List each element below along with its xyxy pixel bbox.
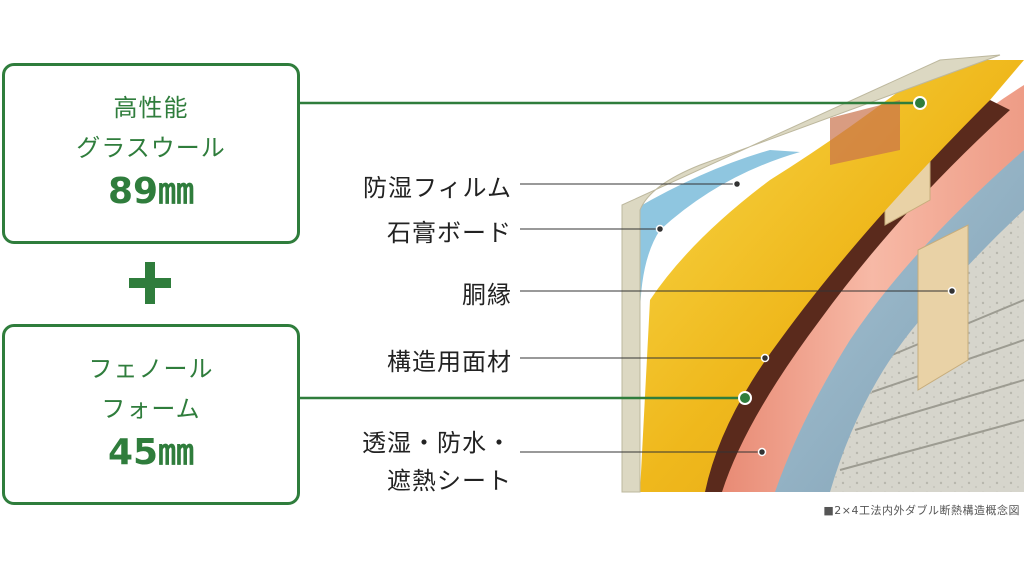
label-gypsum-board: 石膏ボード: [387, 219, 512, 247]
phenol-thickness: 45㎜: [107, 432, 195, 473]
glasswool-marker: [913, 96, 927, 110]
label-waterproof-sheet: 透湿・防水・ 遮熱シート: [362, 424, 512, 500]
phenol-marker: [738, 391, 752, 405]
sheathing-layer: [700, 100, 1010, 492]
gypsum-board-layer: [621, 54, 1001, 493]
label-sheathing: 構造用面材: [387, 348, 512, 376]
label-vapor-film: 防湿フィルム: [362, 174, 512, 202]
label-sheet-line1: 透湿・防水・: [362, 429, 512, 457]
glasswool-line2: グラスウール: [76, 134, 226, 162]
plus-icon: [129, 262, 171, 304]
glass-wool-layer: [640, 60, 1024, 492]
furring-strip-1: [917, 224, 969, 391]
glasswool-callout-box: 高性能 グラスウール 89㎜: [2, 63, 300, 244]
phenol-foam-layer: [720, 85, 1024, 492]
diagram-caption: ■2×4工法内外ダブル断熱構造概念図: [823, 504, 1020, 517]
glasswool-line1: 高性能: [113, 94, 189, 122]
siding-grooves: [839, 299, 1024, 471]
label-dots: [655, 179, 957, 457]
green-leader-lines: [300, 101, 920, 400]
phenol-foam-callout-box: フェノール フォーム 45㎜: [2, 324, 300, 505]
vapor-film-layer: [625, 150, 800, 320]
stud-block: [830, 100, 900, 165]
phenol-line1: フェノール: [88, 355, 214, 383]
label-leader-lines: [520, 183, 952, 453]
phenol-line2: フォーム: [101, 395, 201, 423]
label-furring: 胴縁: [462, 281, 512, 309]
glasswool-thickness: 89㎜: [107, 171, 195, 212]
label-sheet-line2: 遮熱シート: [387, 467, 512, 495]
